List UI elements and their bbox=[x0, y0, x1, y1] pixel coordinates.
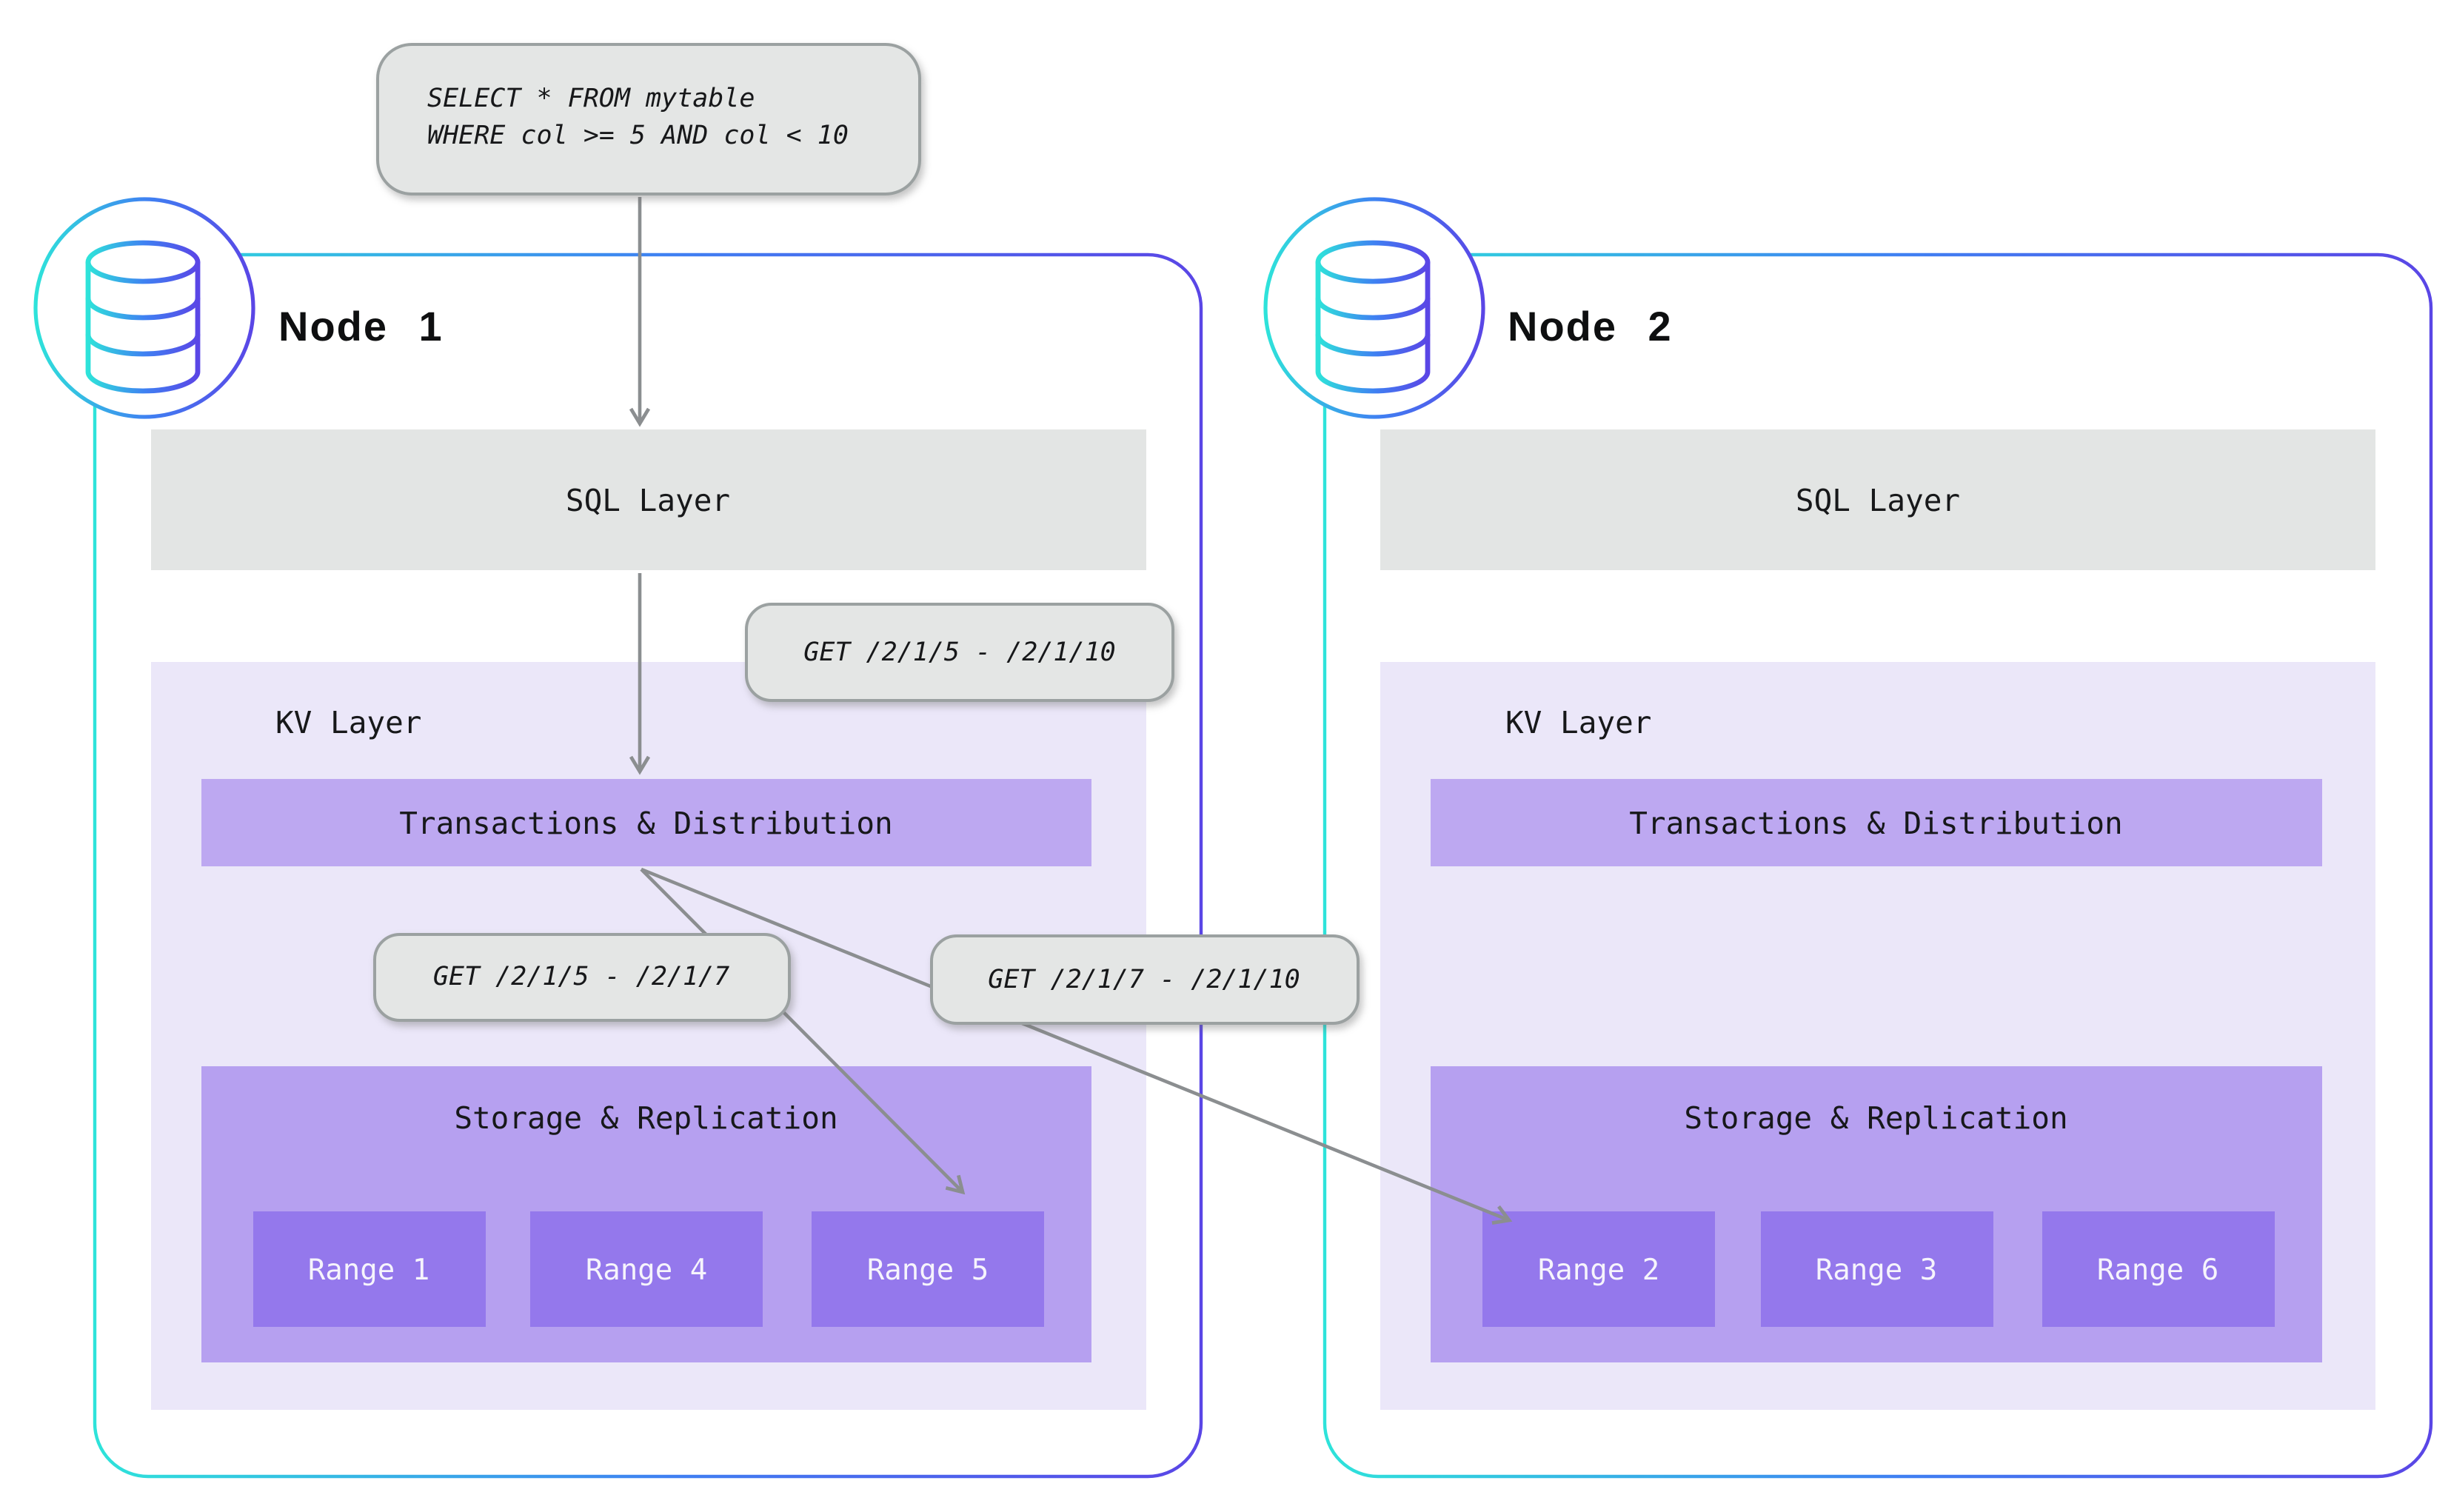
node-title: Node 1 bbox=[278, 304, 444, 349]
storage-replication-title: Storage & Replication bbox=[1684, 1100, 2068, 1136]
get-request-label-full: GET /2/1/5 - /2/1/10 bbox=[745, 603, 1174, 702]
transactions-distribution-bar: Transactions & Distribution bbox=[1431, 779, 2321, 866]
sql-query-line2: WHERE col >= 5 AND col < 10 bbox=[427, 121, 849, 151]
sql-query-line1: SELECT * FROM mytable bbox=[427, 84, 755, 114]
storage-replication-title: Storage & Replication bbox=[454, 1100, 838, 1136]
database-icon bbox=[33, 197, 255, 419]
get-request-label-right: GET /2/1/7 - /2/1/10 bbox=[929, 934, 1359, 1025]
kv-layer-label: KV Layer bbox=[275, 705, 422, 740]
node-title: Node 2 bbox=[1508, 304, 1673, 349]
sql-layer-bar: SQL Layer bbox=[150, 429, 1146, 570]
kv-layer-label: KV Layer bbox=[1505, 705, 1652, 740]
range-box: Range 5 bbox=[812, 1211, 1044, 1327]
range-box: Range 3 bbox=[1760, 1211, 1993, 1327]
database-icon bbox=[1263, 197, 1485, 419]
sql-query-label: SELECT * FROM mytable WHERE col >= 5 AND… bbox=[375, 42, 921, 195]
arrow-txn-to-range2 bbox=[641, 867, 1513, 1225]
sql-layer-bar: SQL Layer bbox=[1380, 429, 2375, 570]
range-box: Range 1 bbox=[253, 1211, 485, 1327]
range-box: Range 6 bbox=[2042, 1211, 2274, 1327]
transactions-distribution-bar: Transactions & Distribution bbox=[201, 779, 1091, 866]
get-request-label-left: GET /2/1/5 - /2/1/7 bbox=[372, 933, 790, 1022]
range-box: Range 2 bbox=[1482, 1211, 1715, 1327]
arrow-txn-to-range5 bbox=[640, 868, 966, 1195]
range-box: Range 4 bbox=[530, 1211, 763, 1327]
